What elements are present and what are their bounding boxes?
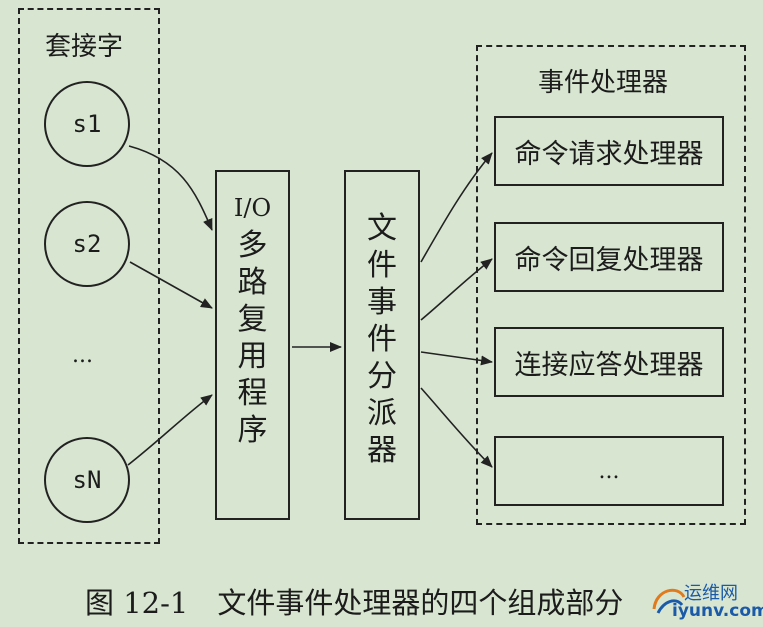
dispatcher-char: 分 [367, 359, 397, 394]
socket-s1: s1 [44, 81, 130, 167]
multiplexer-char: 多 [237, 228, 268, 263]
multiplexer-char: 程 [237, 376, 268, 411]
handler-label: 命令回复处理器 [514, 244, 704, 276]
handler-label: 命令请求处理器 [514, 138, 704, 170]
file-event-dispatcher-box: 文 件 事 件 分 派 器 [344, 170, 420, 520]
socket-sN-label: sN [72, 466, 102, 494]
watermark-line1: 运维网 [684, 583, 738, 604]
multiplexer-char: 用 [237, 339, 268, 374]
io-multiplexer-text: I/O 多 路 复 用 程 序 [217, 190, 288, 449]
dispatcher-char: 件 [367, 322, 397, 357]
dispatcher-char: 事 [367, 285, 397, 320]
dispatcher-char: 件 [367, 248, 397, 283]
socket-group [18, 8, 160, 544]
multiplexer-char: I/O [233, 194, 272, 222]
handler-group-title: 事件处理器 [538, 68, 669, 98]
io-multiplexer-box: I/O 多 路 复 用 程 序 [215, 170, 290, 520]
connection-accept-handler: 连接应答处理器 [494, 327, 724, 397]
arrow-dispatcher-to-request-handler [420, 152, 493, 263]
socket-s2: s2 [44, 201, 130, 287]
command-request-handler: 命令请求处理器 [494, 116, 724, 186]
socket-s2-label: s2 [72, 230, 102, 258]
command-reply-handler: 命令回复处理器 [494, 222, 724, 292]
socket-sN: sN [44, 437, 130, 523]
watermark-line2: iyunv.com [672, 601, 763, 621]
dispatcher-char: 器 [367, 433, 397, 468]
figure-caption: 图 12-1 文件事件处理器的四个组成部分 [85, 586, 624, 620]
watermark: 运维网 iyunv.com [648, 575, 763, 623]
arrow-s1-to-multiplexer [128, 145, 213, 231]
handler-label: 连接应答处理器 [514, 349, 704, 381]
handler-group [476, 45, 746, 525]
socket-group-title: 套接字 [45, 32, 124, 62]
dispatcher-char: 派 [367, 396, 397, 431]
watermark-logo-icon [652, 588, 686, 614]
handler-label: ... [598, 458, 620, 484]
more-handlers: ... [494, 436, 724, 506]
arrow-s2-to-multiplexer [129, 261, 213, 309]
socket-s1-label: s1 [72, 110, 102, 138]
arrow-dispatcher-to-more-handlers [420, 387, 493, 468]
multiplexer-char: 路 [237, 265, 268, 300]
file-event-dispatcher-text: 文 件 事 件 分 派 器 [346, 210, 418, 469]
arrow-dispatcher-to-accept-handler [420, 351, 493, 366]
dispatcher-char: 文 [367, 211, 397, 246]
multiplexer-char: 序 [237, 413, 268, 448]
multiplexer-char: 复 [237, 302, 268, 337]
arrow-sN-to-multiplexer [127, 394, 213, 466]
socket-ellipsis: ... [72, 343, 93, 368]
arrow-dispatcher-to-reply-handler [420, 258, 493, 321]
